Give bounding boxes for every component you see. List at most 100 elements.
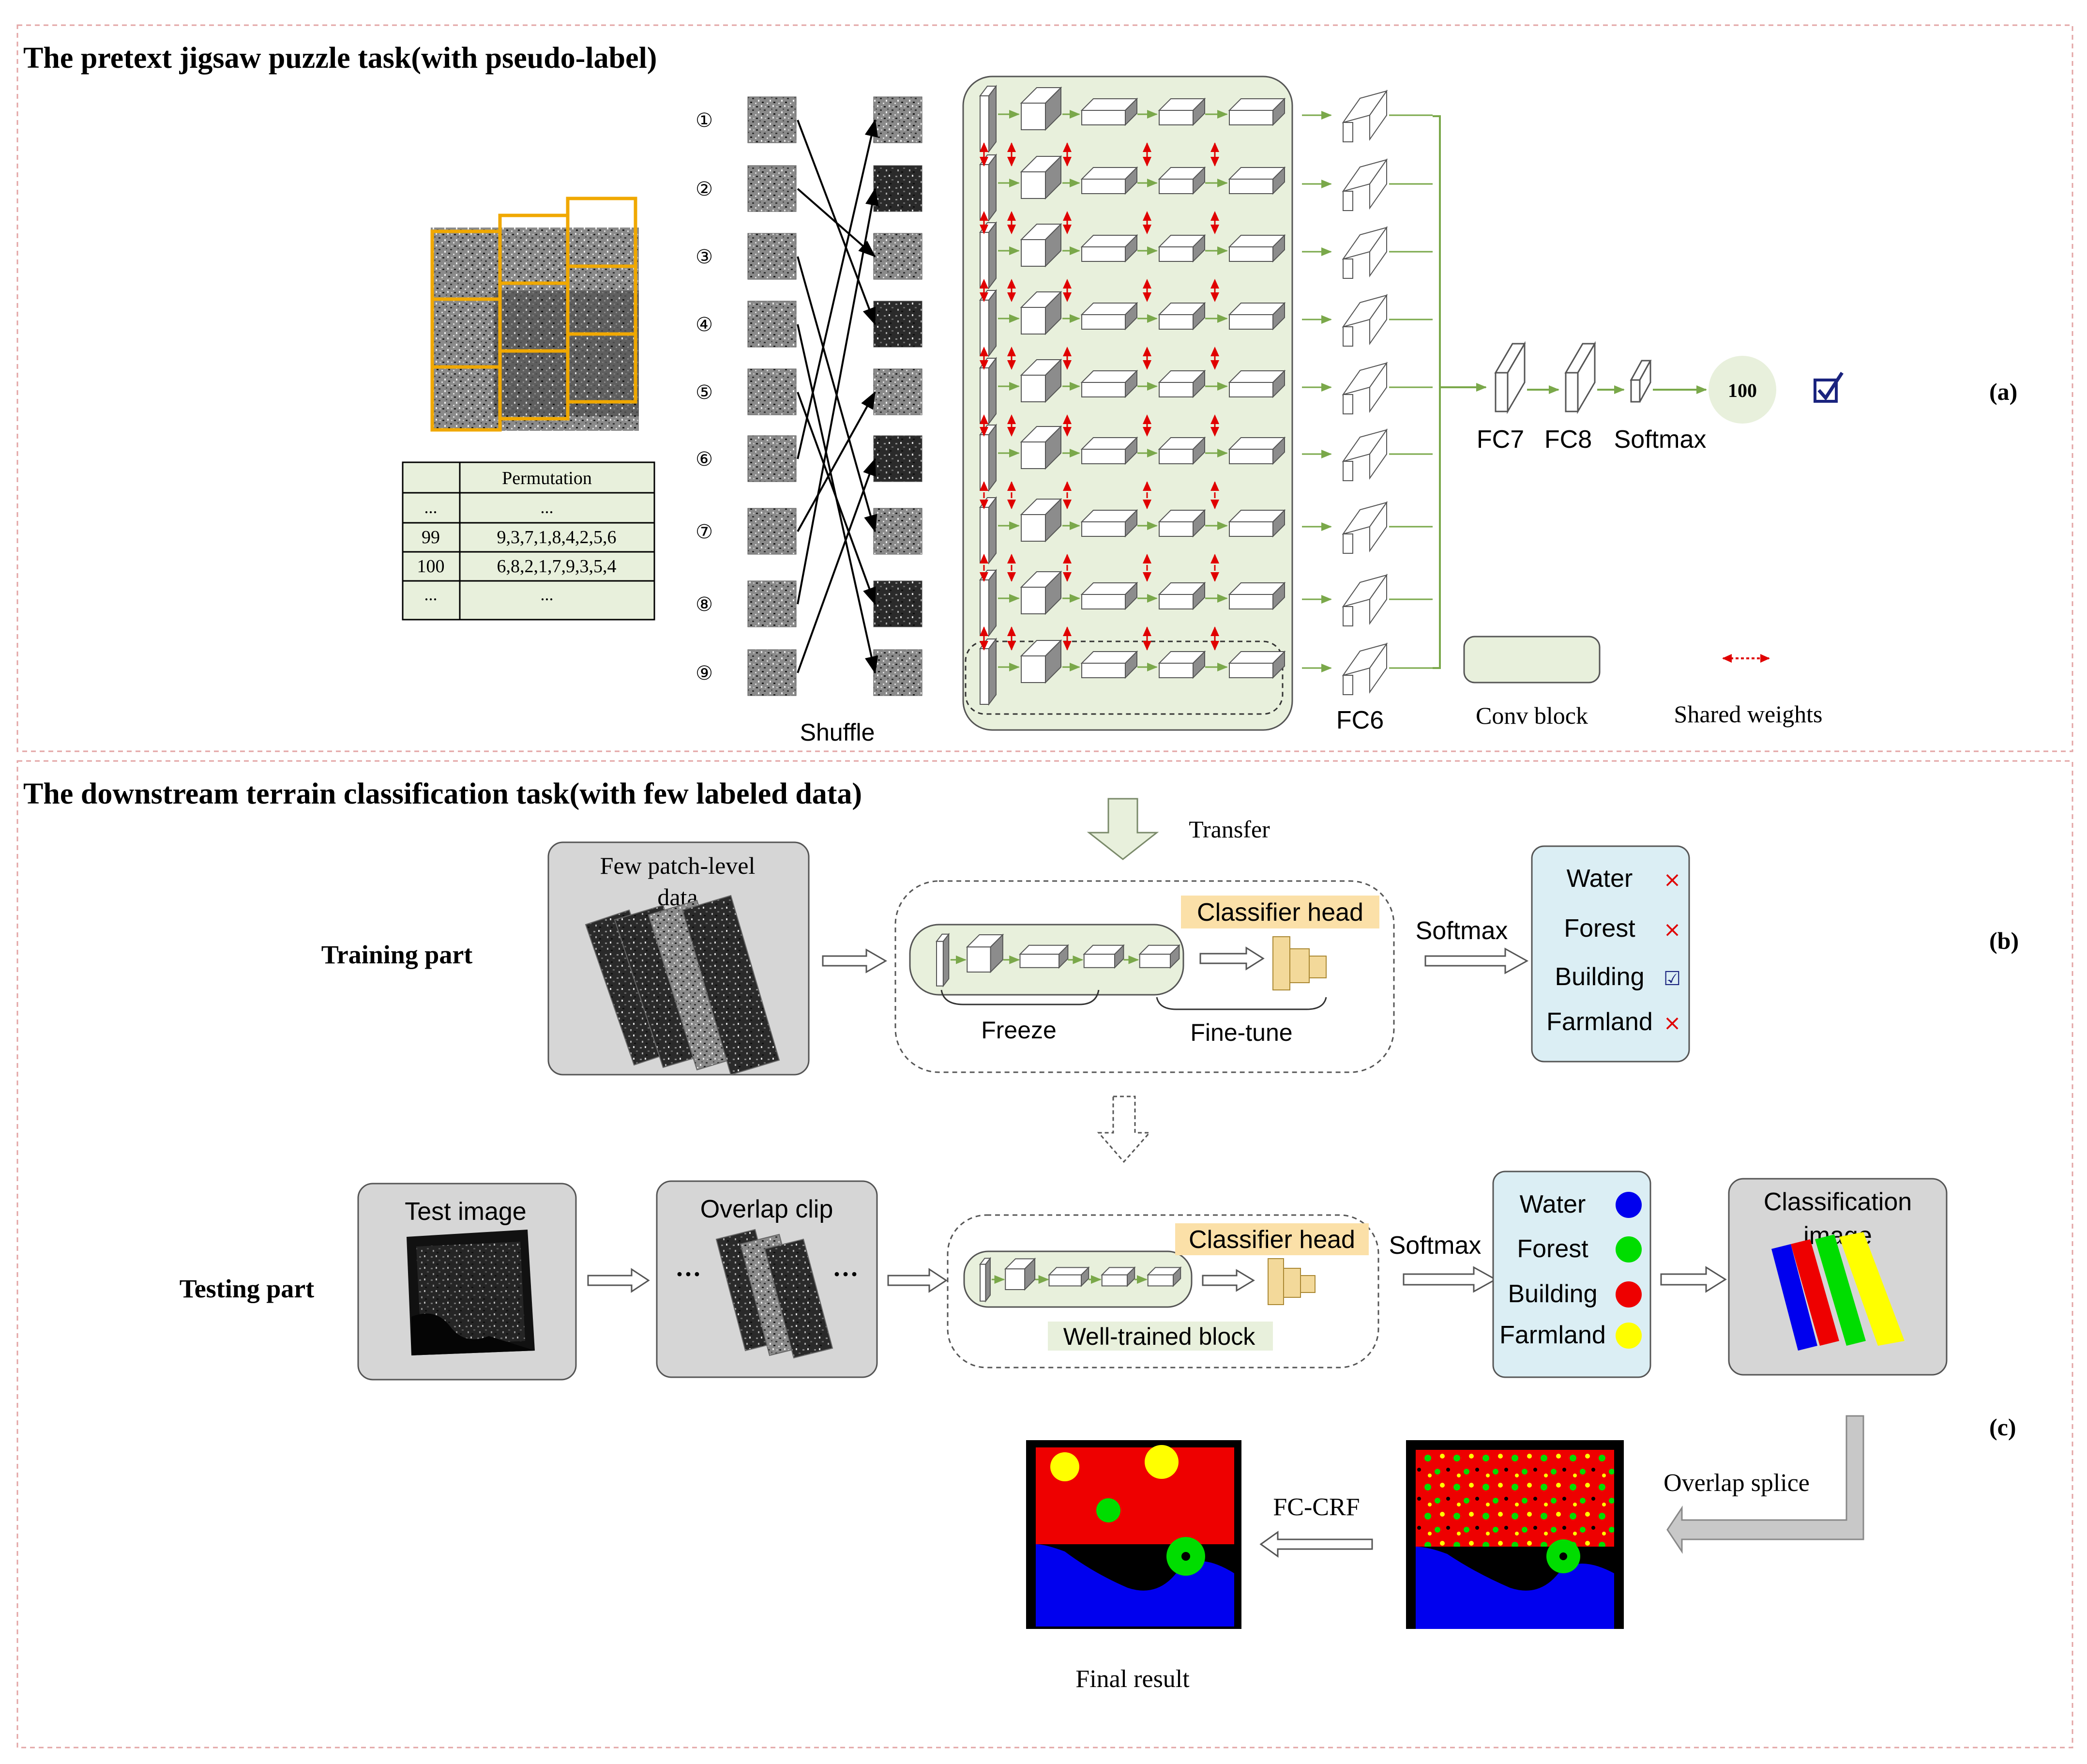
patch-2 [747, 165, 797, 212]
well-trained-label: Well-trained block [1063, 1323, 1255, 1350]
train-to-test-arrow [1097, 1095, 1151, 1163]
test-image-label: Test image [405, 1198, 526, 1226]
class-color-dot [1616, 1192, 1642, 1218]
panel-bc-border [16, 760, 2073, 1749]
legend-shared-label: Shared weights [1674, 700, 1823, 728]
checkbox-icon [1814, 372, 1844, 403]
tile-number: ① [696, 109, 713, 131]
class-name-building: Building [1508, 1280, 1597, 1308]
final-result-map [1026, 1440, 1241, 1629]
panel-bc: The downstream terrain classification ta… [16, 760, 2073, 1749]
tile-number: ⑥ [696, 448, 713, 470]
overlap-clip-patches: ··· ··· [675, 1229, 859, 1359]
shuffled-patch-4 [873, 301, 923, 348]
shuffled-patch-6 [873, 435, 923, 482]
classification-layers-icon [1771, 1232, 1905, 1351]
shuffle-line [797, 391, 876, 532]
well-trained-label-bg [1048, 1322, 1273, 1351]
testing-softmax-label: Softmax [1389, 1232, 1482, 1260]
fine-tune-label: Fine-tune [1190, 1019, 1292, 1046]
conv-layer [1048, 1266, 1090, 1287]
testing-classes-box [1492, 1171, 1651, 1378]
freeze-label: Freeze [981, 1017, 1057, 1044]
table-cell: ... [424, 498, 438, 517]
overlap-splice-arrow [1666, 1415, 1864, 1554]
conv-layer [1138, 944, 1180, 969]
checkbox-icon: ☑ [1664, 968, 1681, 990]
conv-layer [1020, 358, 1062, 403]
conv-row [979, 424, 1332, 492]
fc8-block [1564, 341, 1596, 414]
tile-number: ⑦ [696, 521, 713, 543]
cross-icon: × [1664, 917, 1681, 942]
conv-layer [1101, 1266, 1136, 1287]
conv-layer [1020, 155, 1062, 200]
training-to-model-arrow [822, 948, 888, 973]
conv-layer [1020, 639, 1062, 684]
conv-layer [1020, 498, 1062, 543]
conv-layer [1228, 369, 1286, 398]
shuffled-patch-9 [873, 649, 923, 696]
class-color-dot [1616, 1323, 1642, 1349]
tile-number: ③ [696, 246, 713, 268]
tile-number: ⑧ [696, 593, 713, 615]
conv-layer [1019, 944, 1069, 969]
test-image-thumbnail [407, 1230, 535, 1355]
patch-3 [747, 233, 797, 280]
conv-row [979, 221, 1332, 289]
conv-layer [1158, 234, 1206, 263]
output-circle [1709, 356, 1776, 424]
merge-bracket [1433, 115, 1441, 669]
conv-layer [1147, 1266, 1182, 1287]
shuffle-line [797, 458, 876, 673]
training-part-label: Training part [321, 940, 473, 969]
conv-layer [1228, 302, 1286, 331]
patch-8 [747, 580, 797, 627]
patch-9 [747, 649, 797, 696]
training-patches-stack [585, 895, 780, 1076]
fc6-label: FC6 [1336, 706, 1384, 734]
conv-layer [1158, 436, 1206, 465]
conv-layer [936, 941, 944, 987]
conv-layer [1158, 369, 1206, 398]
classifier-head-icon [1272, 936, 1327, 990]
shuffle-line [797, 120, 876, 325]
testing-conv-layers [979, 1257, 1182, 1303]
conv-block-rows [979, 85, 1332, 706]
shuffled-patches [873, 96, 923, 696]
legend-conv-swatch [1463, 636, 1601, 684]
class-name-farmland: Farmland [1546, 1008, 1653, 1036]
svg-text:···: ··· [832, 1260, 859, 1289]
fc6-block [1342, 89, 1433, 142]
softmax-to-classes-arrow [1424, 947, 1529, 974]
output-value: 100 [1728, 380, 1757, 401]
conv-layer [1004, 1257, 1036, 1291]
fc-crf-arrow [1259, 1531, 1373, 1558]
tile-number: ④ [696, 314, 713, 335]
conv-row [979, 638, 1332, 706]
fc6-block [1342, 642, 1433, 695]
to-head-arrow [1199, 946, 1265, 971]
table-cell: ... [424, 585, 438, 604]
patch-5 [747, 368, 797, 415]
shuffle-arrows [797, 119, 879, 674]
conv-layer [1228, 650, 1286, 679]
conv-layer [1158, 650, 1206, 679]
final-result-label: Final result [1075, 1665, 1190, 1693]
fc6-block [1342, 226, 1433, 279]
table-cell: 9,3,7,1,8,4,2,5,6 [497, 527, 617, 547]
conv-row [979, 85, 1332, 153]
conv-layer [1080, 234, 1138, 263]
shuffle-line [797, 324, 878, 674]
conv-layer [1228, 234, 1286, 263]
conv-layer [1228, 509, 1286, 538]
conv-layer [1228, 166, 1286, 195]
puzzle-source-image [430, 197, 639, 432]
shuffled-patch-2 [873, 165, 923, 212]
fc7-block [1494, 341, 1526, 414]
permutation-table: Permutation ... ... 99 9,3,7,1,8,4,2,5,6… [402, 461, 655, 621]
class-name-forest: Forest [1517, 1235, 1588, 1263]
fc6-blocks [1342, 89, 1433, 695]
conv-layer [1020, 290, 1062, 335]
